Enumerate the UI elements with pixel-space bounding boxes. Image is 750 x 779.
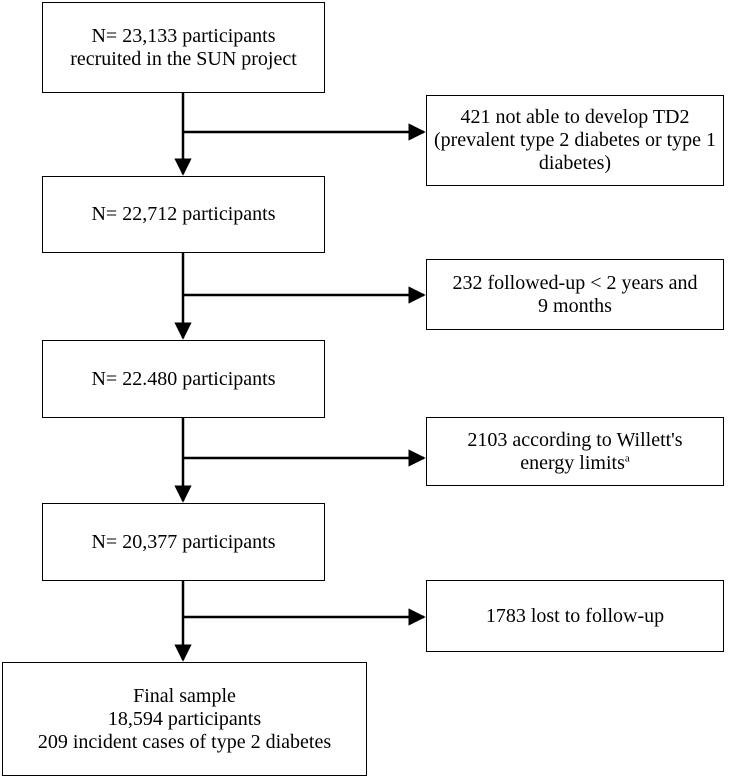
box-recruited: N= 23,133 participants recruited in the … [42,2,325,93]
box-exclusion-energy: 2103 according to Willett's energy limit… [426,417,724,486]
box-step-3-text: N= 22.480 participants [91,367,276,390]
exclusion-1-line-3: diabetes) [538,152,612,174]
exclusion-2-line-1: 232 followed-up < 2 years and [452,271,698,294]
exclusion-3-line-1: 2103 according to Willett's [467,428,683,451]
exclusion-3-line-2-text: energy limits [520,451,625,474]
exclusion-2-line-2: 9 months [538,294,612,317]
exclusion-4-text: 1783 lost to follow-up [485,604,665,627]
box-exclusion-followup: 232 followed-up < 2 years and 9 months [426,259,724,330]
box-exclusion-lost: 1783 lost to follow-up [426,580,724,652]
box-final-line-1: Final sample [133,684,236,707]
box-recruited-line-1: N= 23,133 participants [91,24,276,47]
box-final-line-3: 209 incident cases of type 2 diabetes [37,730,332,753]
box-final-line-2: 18,594 participants [107,707,262,730]
box-recruited-line-2: recruited in the SUN project [70,47,297,70]
exclusion-1-line-2: (prevalent type 2 diabetes or type 1 [433,129,717,151]
box-step-4-text: N= 20,377 participants [91,530,276,553]
box-step-3: N= 22.480 participants [42,340,325,418]
box-step-2: N= 22,712 participants [42,176,325,253]
footnote-marker: a [624,451,630,464]
box-step-2-text: N= 22,712 participants [91,203,276,225]
exclusion-1-line-1: 421 not able to develop TD2 [460,106,690,128]
box-final-sample: Final sample 18,594 participants 209 inc… [2,662,367,776]
box-exclusion-diabetes: 421 not able to develop TD2 (prevalent t… [426,95,724,186]
box-step-4: N= 20,377 participants [42,503,325,581]
exclusion-3-line-2: energy limitsa [520,452,630,475]
